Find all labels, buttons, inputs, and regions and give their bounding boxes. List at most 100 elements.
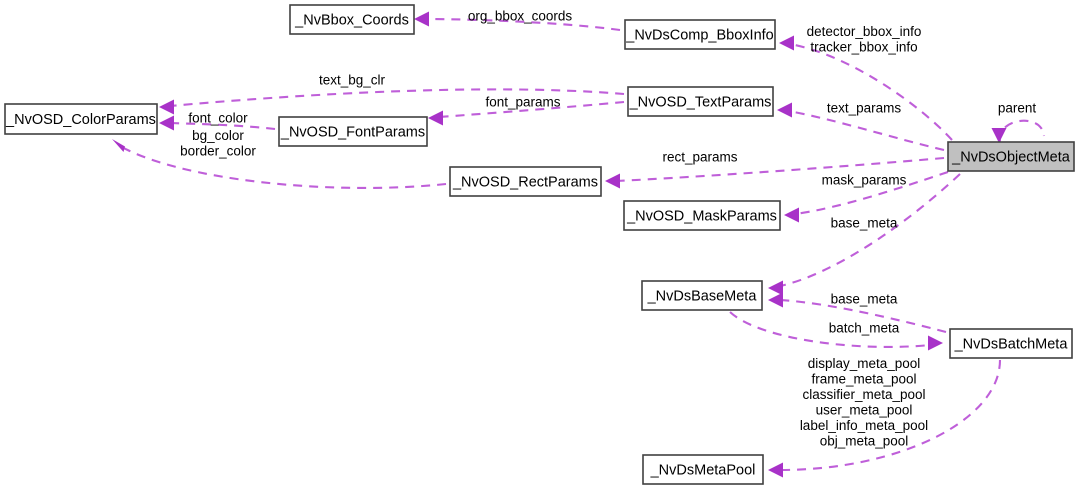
node-box[interactable] <box>449 166 602 197</box>
node-box[interactable] <box>949 328 1073 359</box>
node-label: _NvOSD_MaskParams <box>626 208 777 224</box>
arrowhead-icon <box>112 139 125 152</box>
node-meta_pool[interactable]: _NvDsMetaPool <box>642 454 764 485</box>
node-rect_params[interactable]: _NvOSD_RectParams <box>449 166 602 197</box>
node-label: _NvOSD_FontParams <box>280 124 425 140</box>
edge-label-line: border_color <box>180 143 256 158</box>
edge-label-line: mask_params <box>822 173 907 188</box>
arrowhead-icon <box>428 110 443 126</box>
node-mask_params[interactable]: _NvOSD_MaskParams <box>623 200 781 231</box>
nodes-layer: _NvBbox_Coords _NvOSD_ColorParams _NvOSD_F… <box>4 4 1075 485</box>
node-label: _NvDsBaseMeta <box>647 288 758 304</box>
edge-line <box>779 359 1002 472</box>
node-object_meta[interactable]: _NvDsObjectMeta <box>947 141 1075 172</box>
edge-label-line: tracker_bbox_info <box>810 39 917 54</box>
edge-line <box>794 171 949 216</box>
edge-label-e-font-params: font_params <box>485 95 560 110</box>
node-label: _NvDsBatchMeta <box>954 336 1069 352</box>
edge-e-text-bg-clr <box>159 88 625 115</box>
node-label: _NvOSD_ColorParams <box>5 112 156 128</box>
edge-e-bg-border-color <box>112 139 447 189</box>
edge-e-base-meta-batch <box>768 292 947 334</box>
arrowhead-icon <box>414 11 429 27</box>
edge-e-mask-params <box>784 171 949 223</box>
edge-e-detector-tracker-bbox-info <box>779 35 953 141</box>
edge-label-line: display_meta_pool <box>808 356 921 371</box>
edge-labels-layer: org_bbox_coords text_bg_clr font_color font… <box>180 9 1036 449</box>
node-label: _NvOSD_RectParams <box>452 174 598 190</box>
edge-line <box>169 88 625 108</box>
edge-label-line: obj_meta_pool <box>820 433 909 448</box>
edge-label-e-parent: parent <box>998 101 1037 116</box>
edge-line <box>729 311 931 348</box>
edge-line <box>789 42 953 141</box>
edge-e-org-bbox-coords <box>414 11 621 32</box>
node-box[interactable] <box>624 19 776 50</box>
node-text_params[interactable]: _NvOSD_TextParams <box>627 86 774 117</box>
node-base_meta[interactable]: _NvDsBaseMeta <box>641 280 763 311</box>
node-label: _NvDsMetaPool <box>650 462 756 478</box>
edge-label-line: base_meta <box>831 292 898 307</box>
node-box[interactable] <box>641 280 763 311</box>
edge-label-line: frame_meta_pool <box>811 371 916 386</box>
node-box[interactable] <box>4 103 158 135</box>
node-box[interactable] <box>627 86 774 117</box>
edge-line <box>779 298 947 334</box>
edge-label-e-batch-meta: batch_meta <box>829 321 900 336</box>
edge-line <box>119 145 447 189</box>
node-comp_bboxinfo[interactable]: _NvDsComp_BboxInfo <box>624 19 776 50</box>
arrowhead-icon <box>784 207 799 223</box>
edge-line <box>998 119 1046 143</box>
edge-label-line: base_meta <box>831 216 898 231</box>
arrowhead-icon <box>159 99 174 115</box>
edge-label-line: bg_color <box>192 128 244 143</box>
edge-label-e-org-bbox-coords: org_bbox_coords <box>468 9 573 24</box>
edge-label-line: batch_meta <box>829 321 900 336</box>
node-box[interactable] <box>289 4 415 35</box>
node-box[interactable] <box>642 454 764 485</box>
edge-e-batch-meta <box>729 311 943 351</box>
arrowhead-icon <box>605 173 620 189</box>
node-font_params[interactable]: _NvOSD_FontParams <box>278 116 428 147</box>
edge-label-e-text-bg-clr: text_bg_clr <box>319 73 386 88</box>
edge-e-font-params <box>428 100 625 126</box>
edge-label-e-base-meta-batch: base_meta <box>831 292 898 307</box>
node-batch_meta[interactable]: _NvDsBatchMeta <box>949 328 1073 359</box>
node-box[interactable] <box>623 200 781 231</box>
edge-e-font-color <box>159 115 276 131</box>
edge-line <box>787 109 945 152</box>
edges-layer <box>112 11 1046 478</box>
node-box[interactable] <box>278 116 428 147</box>
edge-label-e-mask-params: mask_params <box>822 173 907 188</box>
arrowhead-icon <box>777 102 792 118</box>
edge-e-base-meta-object <box>768 173 961 296</box>
edge-label-line: rect_params <box>662 150 737 165</box>
edge-label-e-text-params: text_params <box>827 101 902 116</box>
edge-label-line: label_info_meta_pool <box>800 418 928 433</box>
node-color_params[interactable]: _NvOSD_ColorParams <box>4 103 158 135</box>
arrowhead-icon <box>768 280 783 296</box>
edge-line <box>169 121 276 131</box>
arrowhead-icon <box>768 462 783 478</box>
node-label: _NvOSD_TextParams <box>629 94 772 110</box>
edge-label-line: classifier_meta_pool <box>802 387 925 402</box>
edge-label-e-meta-pools: display_meta_poolframe_meta_poolclassifi… <box>800 356 928 449</box>
edge-e-text-params <box>777 102 945 152</box>
edge-label-line: font_params <box>485 95 560 110</box>
node-box[interactable] <box>947 141 1075 172</box>
node-bbox_coords[interactable]: _NvBbox_Coords <box>289 4 415 35</box>
edge-label-line: detector_bbox_info <box>807 24 922 39</box>
arrowhead-icon <box>768 292 783 308</box>
edge-label-line: parent <box>998 101 1037 116</box>
edge-label-line: text_params <box>827 101 902 116</box>
edge-label-line: org_bbox_coords <box>468 9 573 24</box>
edge-e-meta-pools <box>768 359 1002 478</box>
edge-label-e-font-color: font_color <box>188 111 248 126</box>
edge-label-e-rect-params: rect_params <box>662 150 737 165</box>
edge-label-line: user_meta_pool <box>816 402 913 417</box>
arrowhead-icon <box>928 335 943 351</box>
